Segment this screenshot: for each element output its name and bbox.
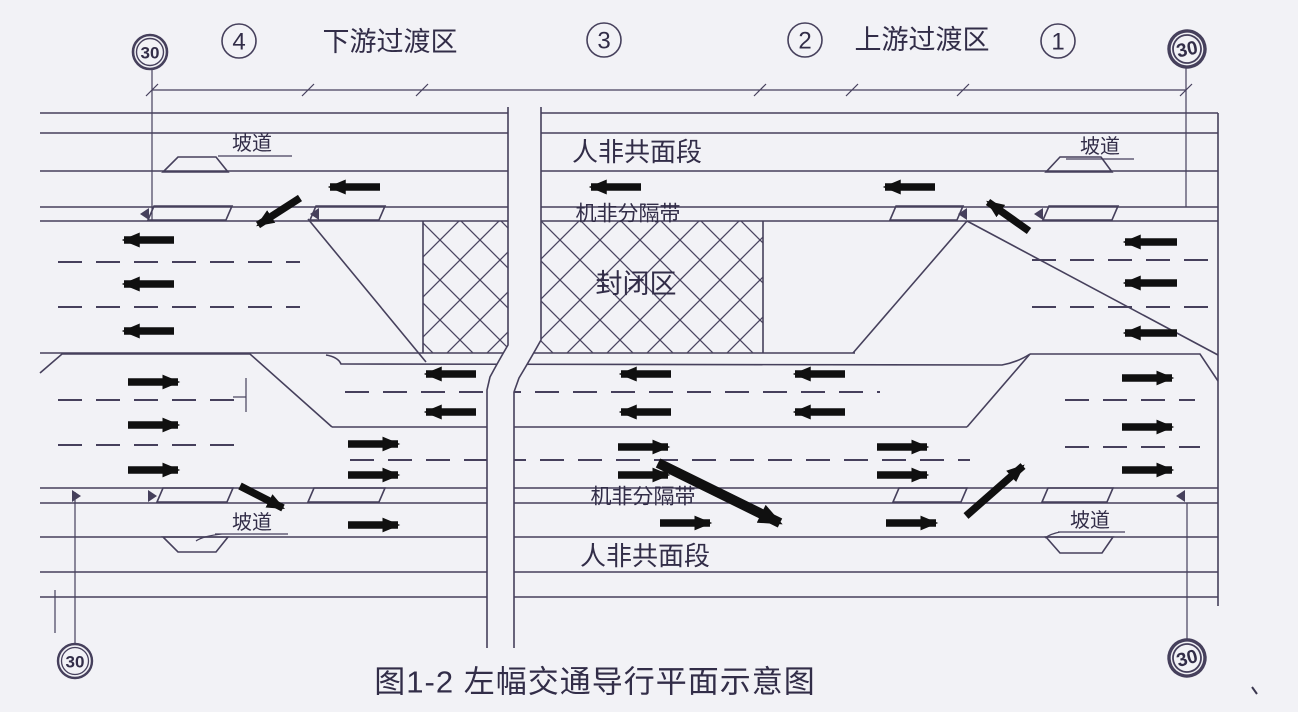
divider-label-top: 机非分隔带 <box>576 203 681 226</box>
zone-circle <box>1040 23 1076 59</box>
dimension-line <box>54 67 1193 644</box>
ramp-top-left <box>161 156 230 173</box>
zone-number: 4 <box>232 29 245 56</box>
closed-area-left-taper <box>307 218 427 363</box>
zone-marker-4: 4 <box>221 23 257 59</box>
zone-number: 2 <box>798 28 811 55</box>
ramp-label-top-right: 坡道 <box>1066 135 1134 160</box>
closed-area-label: 封闭区 <box>596 269 677 299</box>
divider-label-bottom: 机非分隔带 <box>591 486 696 509</box>
break-band-left-edge <box>486 107 509 648</box>
closed-area-hatch <box>423 221 763 353</box>
westbound-main-arrows-right <box>1122 234 1177 341</box>
svg-text:坡道: 坡道 <box>232 511 272 534</box>
crossover-arrow-down-right <box>238 482 286 512</box>
speed-limit-signs: 30 30 30 30 <box>56 29 1207 680</box>
crossover-arrow-up-left <box>985 198 1032 235</box>
crossover-arrow-up-right <box>963 463 1026 519</box>
speed-limit-sign-bottom-right: 30 <box>1167 638 1207 678</box>
zone-marker-2: 2 <box>787 22 823 58</box>
svg-text:坡道: 坡道 <box>1080 135 1120 158</box>
zone-number: 3 <box>597 28 610 55</box>
ped-nonmotor-label-bottom: 人非共面段 <box>580 541 710 571</box>
speed-limit-value: 30 <box>66 653 85 672</box>
eastbound-arrows-left-section <box>128 374 181 478</box>
lower-right-taper <box>966 353 1031 428</box>
zone-marker-3: 3 <box>586 22 622 58</box>
ped-nonmotor-label-top: 人非共面段 <box>572 137 702 167</box>
zone-circle <box>787 22 823 58</box>
ramp-label-bottom-right: 坡道 <box>1044 509 1125 539</box>
ramp-label-bottom-left: 坡道 <box>195 511 288 542</box>
lower-right-top-edge <box>1030 353 1219 382</box>
barrier-strips <box>72 205 1185 503</box>
lane-dashes <box>58 259 1212 461</box>
closed-area <box>307 218 1219 363</box>
zone-label-upstream: 上游过渡区 <box>855 25 990 55</box>
crossover-arrow-down-left <box>255 194 303 229</box>
road-text-labels: 人非共面段 机非分隔带 封闭区 机非分隔带 人非共面段 坡道 坡道 坡道 坡道 <box>195 132 1134 571</box>
barrier-strip <box>888 205 965 221</box>
upstream-transition-diagonal <box>966 220 1219 356</box>
band-marker <box>958 208 967 220</box>
band-marker <box>1176 490 1185 502</box>
band-marker <box>1034 208 1043 220</box>
barrier-strip <box>146 205 234 221</box>
speed-limit-value: 30 <box>1175 38 1200 63</box>
break-line <box>486 107 542 648</box>
eastbound-nonmotor-arrows <box>348 515 939 533</box>
zone-markers: 4 下游过渡区 3 2 上游过渡区 1 <box>221 22 1076 59</box>
zone-marker-1: 1 <box>1040 23 1076 59</box>
zone-circle <box>586 22 622 58</box>
ramp-top-right <box>1044 156 1114 173</box>
speed-limit-sign-top-left: 30 <box>131 33 169 71</box>
ramp-label-top-left: 坡道 <box>218 132 292 157</box>
contraflow-top-boundary <box>325 353 1031 366</box>
zone-circle <box>221 23 257 59</box>
barrier-strip <box>308 205 387 221</box>
ramp-bottom-left <box>161 536 230 553</box>
barrier-strip <box>1040 487 1115 503</box>
svg-text:坡道: 坡道 <box>1070 509 1110 532</box>
ramp-bottom-right <box>1044 536 1115 554</box>
barrier-strip <box>306 487 387 503</box>
figure-title: 图1-2 左幅交通导行平面示意图 <box>374 665 815 700</box>
eastbound-arrows-workzone <box>348 436 930 483</box>
zone-number: 1 <box>1051 29 1064 56</box>
barrier-strip <box>891 487 969 503</box>
band-marker <box>72 490 81 502</box>
westbound-main-arrows-left <box>121 232 174 339</box>
barrier-strip <box>1041 205 1120 221</box>
break-band-right-edge <box>513 107 542 648</box>
closed-area-right-taper <box>852 220 968 354</box>
eastbound-arrows-right-section <box>1122 370 1175 478</box>
crossover-arrow-down-right-large <box>655 458 783 528</box>
contraflow-westbound-arrows <box>423 366 845 420</box>
stray-mark <box>1251 686 1258 695</box>
band-marker <box>148 490 157 502</box>
speed-limit-value: 30 <box>141 44 160 63</box>
zone-label-downstream: 下游过渡区 <box>323 27 458 57</box>
speed-limit-sign-top-right: 30 <box>1167 29 1207 69</box>
barrier-strip <box>155 487 235 503</box>
lower-left-top-edge-taper <box>39 353 333 428</box>
svg-text:坡道: 坡道 <box>232 132 272 155</box>
crossover-arrows <box>238 194 1032 528</box>
band-marker <box>310 208 319 220</box>
speed-limit-sign-bottom-left: 30 <box>56 642 94 680</box>
band-marker <box>140 208 149 220</box>
break-band-fill <box>487 107 541 648</box>
